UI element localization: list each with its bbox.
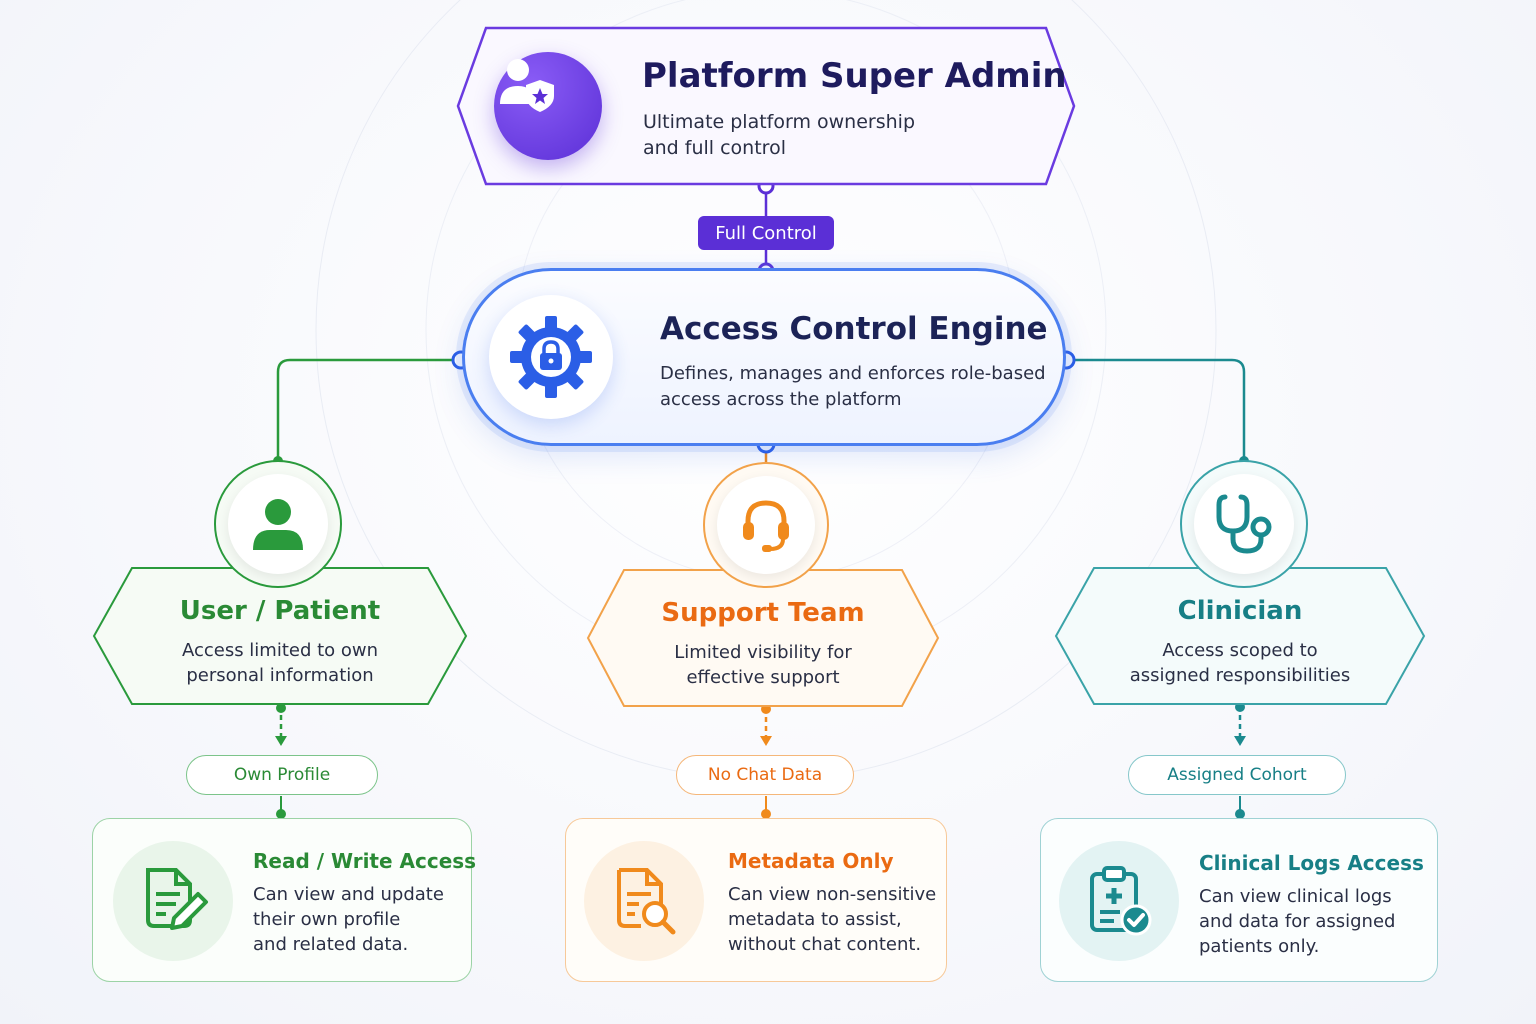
engine-title: Access Control Engine	[660, 311, 1048, 347]
role-user-patient: User / Patient Access limited to own per…	[92, 566, 468, 706]
admin-desc-line1: Ultimate platform ownership	[643, 111, 916, 133]
admin-title: Platform Super Admin	[642, 56, 1067, 96]
admin-icon-circle	[494, 52, 602, 160]
perm-icon-circle-teal	[1059, 841, 1179, 961]
engine-icon-circle	[489, 295, 613, 419]
user-icon-circle	[214, 460, 342, 588]
document-search-icon	[617, 868, 676, 935]
headset-icon	[743, 500, 789, 552]
perm-desc-3: and related data.	[253, 934, 409, 955]
super-admin-frame	[456, 26, 1076, 186]
clinician-title: Clinician	[1177, 596, 1303, 626]
clipboard-check-icon	[1090, 866, 1152, 936]
perm-desc-2: their own profile	[253, 909, 401, 930]
access-control-engine-node: Access Control Engine Defines, manages a…	[462, 268, 1066, 446]
support-team-title: Support Team	[661, 598, 865, 628]
perm-desc-3: without chat content.	[728, 934, 922, 955]
headset-icon-circle	[703, 462, 829, 588]
user-patient-title: User / Patient	[179, 596, 381, 626]
gear-lock-icon	[510, 316, 592, 398]
scope-badge-own-profile: Own Profile	[186, 755, 378, 795]
document-edit-icon	[146, 868, 208, 930]
perm-icon-circle-green	[113, 841, 233, 961]
clinician-desc-line1: Access scoped to	[1162, 640, 1318, 661]
clinician-frame	[1054, 567, 1426, 705]
perm-desc-1: Can view and update	[253, 884, 444, 905]
full-control-badge: Full Control	[698, 216, 834, 250]
perm-card-read-write: Read / Write Access Can view and update …	[92, 818, 476, 982]
perm-desc-2: and data for assigned	[1199, 911, 1396, 932]
support-team-desc-line2: effective support	[686, 667, 840, 688]
perm-desc-1: Can view non-sensitive	[728, 884, 937, 905]
support-team-frame	[586, 569, 940, 707]
role-clinician: Clinician Access scoped to assigned resp…	[1054, 566, 1426, 706]
engine-desc-line1: Defines, manages and enforces role-based	[660, 363, 1046, 384]
support-team-desc-line1: Limited visibility for	[674, 642, 852, 663]
perm-icon-circle-orange	[584, 841, 704, 961]
user-patient-desc-line1: Access limited to own	[181, 640, 379, 661]
scope-badge-assigned-cohort: Assigned Cohort	[1128, 755, 1346, 795]
clinician-desc-line2: assigned responsibilities	[1129, 665, 1351, 686]
perm-card-metadata-only: Metadata Only Can view non-sensitive met…	[565, 818, 947, 982]
stethoscope-icon-inner	[1194, 474, 1294, 574]
user-patient-frame	[92, 567, 468, 705]
user-icon	[253, 499, 303, 550]
admin-shield-star-icon	[500, 59, 554, 112]
admin-desc-line2: and full control	[643, 137, 786, 159]
user-icon-inner	[228, 474, 328, 574]
user-patient-desc-line2: personal information	[186, 665, 374, 686]
scope-badge-no-chat-data: No Chat Data	[676, 755, 854, 795]
role-support-team: Support Team Limited visibility for effe…	[586, 568, 940, 708]
perm-desc-2: metadata to assist,	[728, 909, 902, 930]
perm-title-metadata: Metadata Only	[728, 849, 894, 873]
perm-desc-3: patients only.	[1199, 936, 1320, 957]
perm-desc-1: Can view clinical logs	[1199, 886, 1392, 907]
stethoscope-icon-circle	[1180, 460, 1308, 588]
stethoscope-icon	[1216, 494, 1272, 554]
perm-title-read-write: Read / Write Access	[253, 849, 477, 873]
perm-card-clinical-logs: Clinical Logs Access Can view clinical l…	[1040, 818, 1438, 982]
engine-desc-line2: access across the platform	[660, 389, 902, 410]
perm-title-clinical-logs: Clinical Logs Access	[1199, 851, 1424, 875]
super-admin-node: Platform Super Admin Ultimate platform o…	[456, 26, 1076, 186]
headset-icon-inner	[717, 476, 815, 574]
